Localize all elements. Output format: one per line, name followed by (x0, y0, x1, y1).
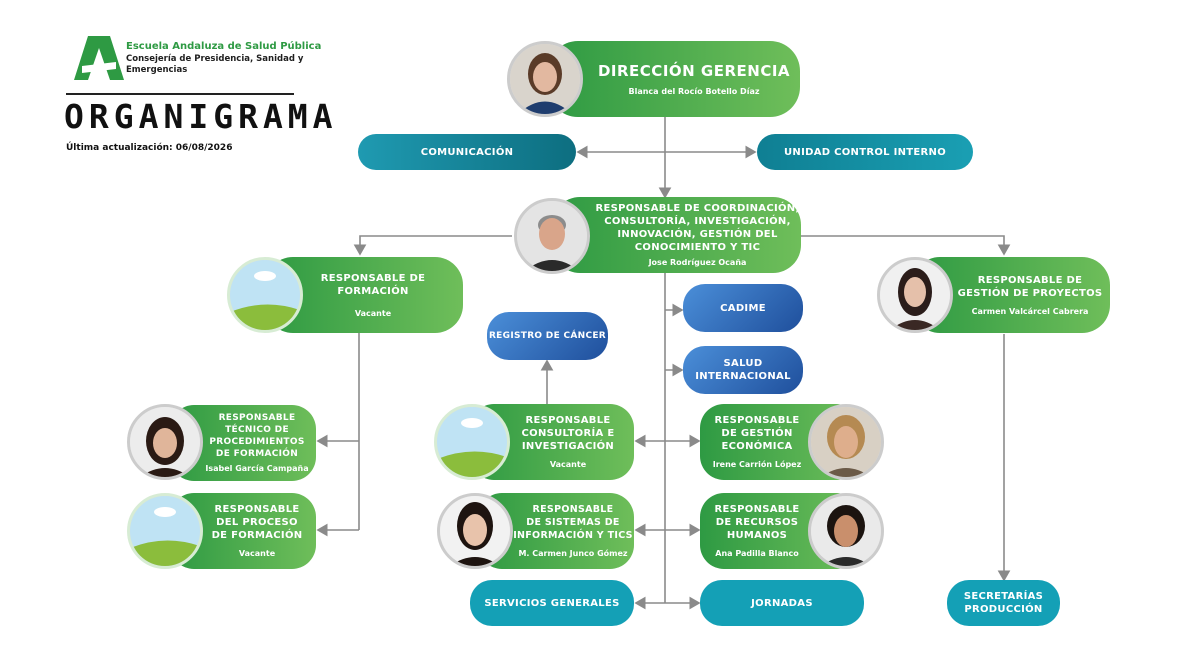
consultoria-line3: INVESTIGACIÓN (521, 441, 615, 452)
consejeria-line1: Consejería de Presidencia, Sanidad y (126, 54, 304, 64)
salud-internacional-box: SALUD INTERNACIONAL (683, 346, 803, 394)
tecnico-line3: PROCEDIMIENTOS (209, 437, 305, 447)
secretarias-line2: PRODUCCIÓN (964, 604, 1043, 615)
proceso-name: Vacante (238, 549, 276, 558)
formacion-box: RESPONSABLE DE FORMACIÓN Vacante (265, 257, 463, 333)
secretarias-line1: SECRETARÍAS (963, 591, 1044, 602)
avatar-proyectos (877, 257, 953, 333)
avatar-proceso-vacante (127, 493, 203, 569)
tecnico-name: Isabel García Campaña (205, 464, 309, 473)
rrhh-line2: DE RECURSOS (715, 517, 799, 528)
proyectos-line1: RESPONSABLE DE (977, 274, 1083, 286)
cadime-label: CADIME (720, 302, 766, 314)
junta-andalucia-logo-icon (74, 36, 124, 80)
formacion-name: Vacante (354, 308, 392, 318)
avatar-coordinacion (514, 198, 590, 274)
registro-cancer-label: REGISTRO DE CÁNCER (488, 330, 607, 341)
coordinacion-line2: CONSULTORÍA, INVESTIGACIÓN, (604, 216, 791, 227)
economica-line2: DE GESTIÓN (721, 428, 793, 439)
page-title: ORGANIGRAMA (64, 97, 338, 136)
last-updated: Última actualización: 06/08/2026 (66, 143, 233, 153)
consultoria-name: Vacante (549, 460, 587, 469)
tecnico-line1: RESPONSABLE (218, 413, 296, 423)
avatar-tecnico-formacion (127, 404, 203, 480)
servicios-generales-label: SERVICIOS GENERALES (484, 597, 620, 609)
formacion-line2: FORMACIÓN (337, 285, 409, 297)
rrhh-line1: RESPONSABLE (714, 504, 800, 515)
jornadas-label: JORNADAS (751, 597, 813, 609)
header-divider (66, 93, 294, 95)
proceso-line2: DEL PROCESO (216, 517, 298, 528)
direccion-gerencia-box: DIRECCIÓN GERENCIA Blanca del Rocío Bote… (548, 41, 800, 117)
avatar-rrhh (808, 493, 884, 569)
economica-name: Irene Carrión López (712, 460, 802, 469)
comunicacion-label: COMUNICACIÓN (420, 146, 514, 158)
consultoria-line1: RESPONSABLE (525, 415, 611, 426)
economica-line3: ECONÓMICA (721, 441, 793, 452)
comunicacion-box: COMUNICACIÓN (358, 134, 576, 170)
economica-line1: RESPONSABLE (714, 415, 800, 426)
landscape-placeholder-icon (437, 407, 507, 477)
landscape-placeholder-icon (130, 496, 200, 566)
consejeria-line2: Emergencias (126, 65, 188, 75)
person-photo-icon (517, 201, 587, 271)
secretarias-box: SECRETARÍAS PRODUCCIÓN (947, 580, 1060, 626)
proceso-line1: RESPONSABLE (214, 504, 300, 515)
proceso-line3: DE FORMACIÓN (211, 530, 303, 541)
salud-internacional-line1: SALUD (723, 358, 763, 369)
rrhh-name: Ana Padilla Blanco (715, 549, 799, 558)
sistemas-name: M. Carmen Junco Gómez (518, 549, 628, 558)
salud-internacional-line2: INTERNACIONAL (695, 371, 791, 382)
rrhh-line3: HUMANOS (726, 530, 788, 541)
avatar-economica (808, 404, 884, 480)
person-photo-icon (811, 407, 881, 477)
servicios-generales-box: SERVICIOS GENERALES (470, 580, 634, 626)
person-photo-icon (811, 496, 881, 566)
tecnico-line4: DE FORMACIÓN (215, 449, 299, 459)
person-photo-icon (440, 496, 510, 566)
control-interno-box: UNIDAD CONTROL INTERNO (757, 134, 973, 170)
cadime-box: CADIME (683, 284, 803, 332)
coordinacion-line3: INNOVACIÓN, GESTIÓN DEL (617, 229, 778, 240)
org-name: Escuela Andaluza de Salud Pública (126, 41, 322, 52)
person-photo-icon (880, 260, 950, 330)
direccion-title: DIRECCIÓN GERENCIA (597, 61, 791, 80)
coordinacion-name: Jose Rodríguez Ocaña (648, 258, 747, 267)
logo (74, 36, 124, 80)
avatar-consultoria-vacante (434, 404, 510, 480)
jornadas-box: JORNADAS (700, 580, 864, 626)
avatar-direccion (507, 41, 583, 117)
coordinacion-line4: CONOCIMIENTO Y TIC (634, 242, 761, 253)
avatar-formacion-vacante (227, 257, 303, 333)
proyectos-line2: GESTIÓN DE PROYECTOS (957, 287, 1103, 299)
direccion-name: Blanca del Rocío Botello Díaz (628, 86, 760, 96)
registro-cancer-box: REGISTRO DE CÁNCER (487, 312, 608, 360)
control-interno-label: UNIDAD CONTROL INTERNO (783, 146, 947, 158)
coordinacion-line1: RESPONSABLE DE COORDINACIÓN, (595, 203, 800, 214)
tecnico-line2: TÉCNICO DE (225, 425, 289, 435)
consultoria-line2: CONSULTORÍA E (521, 428, 615, 439)
landscape-placeholder-icon (230, 260, 300, 330)
avatar-sistemas (437, 493, 513, 569)
sistemas-line3: INFORMACIÓN Y TICS (513, 530, 633, 541)
proyectos-name: Carmen Valcárcel Cabrera (971, 306, 1089, 316)
person-photo-icon (130, 407, 200, 477)
sistemas-line1: RESPONSABLE (532, 504, 614, 515)
coordinacion-box: RESPONSABLE DE COORDINACIÓN, CONSULTORÍA… (552, 197, 801, 273)
person-photo-icon (510, 44, 580, 114)
sistemas-line2: DE SISTEMAS DE (526, 517, 620, 528)
formacion-line1: RESPONSABLE DE (320, 272, 426, 284)
